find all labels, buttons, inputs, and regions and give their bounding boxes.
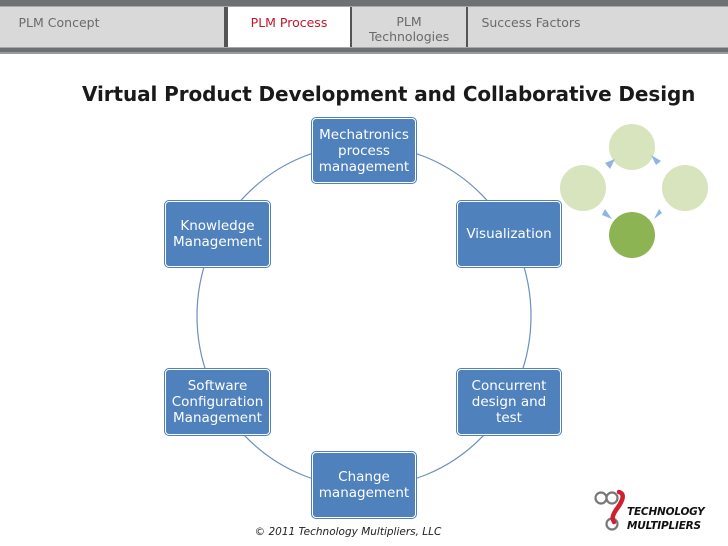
footer-copyright: © 2011 Technology Multipliers, LLC [254,526,442,538]
tab-plm-process[interactable]: PLM Process [226,7,352,47]
tab-strip: PLM Concept PLM Process PLM Technologies… [0,6,728,48]
logo-mark [594,489,625,531]
node-change-management: Change management [312,452,416,518]
tab-bar: PLM Concept PLM Process PLM Technologies… [0,0,728,54]
node-knowledge-management: Knowledge Management [165,201,270,267]
logo-text-line2: MULTIPLIERS [627,520,701,532]
mini-arrow-2 [654,209,662,219]
mini-arrow-4 [605,159,615,169]
logo-text-line1: TECHNOLOGY [627,506,705,518]
tab-success-factors[interactable]: Success Factors [481,15,581,30]
node-software-config: Software Configuration Management [165,369,270,435]
node-concurrent-design: Concurrent design and test [457,369,561,435]
mini-circle-top [609,124,655,170]
mini-cycle-icon [560,124,708,258]
mini-circle-bottom [609,212,655,258]
mini-arrow-1 [651,155,661,165]
node-visualization: Visualization [457,201,561,267]
tab-plm-technologies[interactable]: PLM Technologies [352,7,468,47]
mini-arrow-3 [602,209,612,219]
mini-circle-right [662,165,708,211]
tab-plm-concept[interactable]: PLM Concept [0,7,226,47]
mini-circle-left [560,165,606,211]
slide-title: Virtual Product Development and Collabor… [82,82,696,106]
node-mechatronics: Mechatronics process management [312,118,416,183]
